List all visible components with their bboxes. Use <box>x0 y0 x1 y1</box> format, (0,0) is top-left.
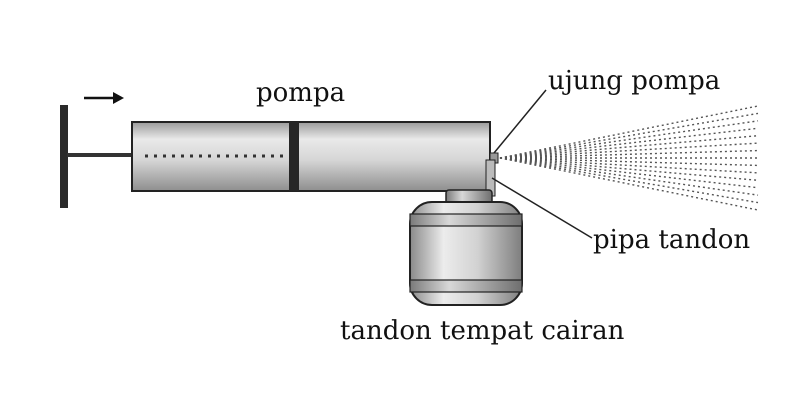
direction-arrow-icon <box>84 92 124 104</box>
pump-handle <box>60 105 68 208</box>
label-pompa: pompa <box>256 78 346 108</box>
spray-line <box>499 157 759 174</box>
spray-mist <box>499 105 759 211</box>
spray-line <box>499 149 759 159</box>
leader-line-ujung-pompa <box>493 89 547 154</box>
piston-rod <box>67 153 133 157</box>
leader-line-pipa-tandon <box>491 177 593 239</box>
spray-line <box>499 157 759 181</box>
label-tandon-tempat-cairan: tandon tempat cairan <box>340 316 625 346</box>
liquid-tank <box>409 189 523 306</box>
spray-line <box>499 157 759 189</box>
label-pipa-tandon: pipa tandon <box>593 225 751 255</box>
spray-line <box>499 157 759 196</box>
spray-line <box>499 142 759 159</box>
label-ujung-pompa: ujung pompa <box>548 66 721 96</box>
spray-line <box>499 157 759 167</box>
pump-barrel <box>131 121 491 192</box>
spray-line <box>499 112 759 159</box>
spray-line <box>499 127 759 159</box>
spray-line <box>499 157 759 204</box>
spray-line <box>499 105 759 159</box>
piston <box>289 122 299 191</box>
spray-line <box>499 157 759 211</box>
spray-line <box>499 120 759 159</box>
spray-line <box>499 135 759 159</box>
